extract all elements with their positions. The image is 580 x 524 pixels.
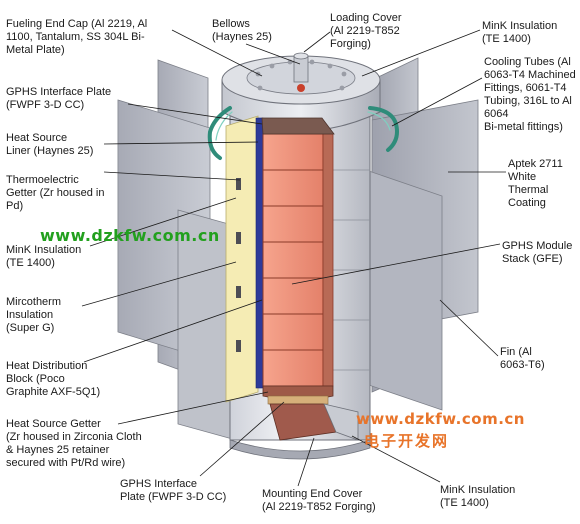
microtherm-insulation bbox=[225, 115, 259, 403]
label-heat-distribution-block: Heat Distribution Block (Poco Graphite A… bbox=[6, 360, 101, 398]
fin-right-lower bbox=[359, 167, 443, 411]
label-loading-cover: Loading Cover (Al 2219-T852 Forging) bbox=[330, 12, 402, 50]
label-gphs-interface-plate-bottom: GPHS Interface Plate (FWPF 3-D CC) bbox=[120, 478, 227, 503]
label-thermoelectric-getter: Thermoelectric Getter (Zr housed in Pd) bbox=[6, 174, 105, 212]
gphs-module-stack bbox=[262, 133, 334, 387]
label-microtherm-insulation: Mircotherm Insulation (Super G) bbox=[6, 296, 62, 334]
heat-distribution-block bbox=[262, 385, 334, 405]
watermark-chinese-right: 电子开发网 bbox=[364, 432, 450, 450]
loading-cover-stem bbox=[293, 52, 309, 92]
label-fueling-end-cap: Fueling End Cap (Al 2219, Al 1100, Tanta… bbox=[6, 18, 148, 56]
label-gphs-interface-plate-top: GPHS Interface Plate (FWPF 3-D CC) bbox=[6, 86, 112, 111]
label-cooling-tubes: Cooling Tubes (Al 6063-T4 Machined Fitti… bbox=[484, 56, 576, 133]
label-mounting-end-cover: Mounting End Cover (Al 2219-T852 Forging… bbox=[262, 488, 376, 513]
label-bellows: Bellows (Haynes 25) bbox=[212, 18, 272, 43]
label-heat-source-getter: Heat Source Getter (Zr housed in Zirconi… bbox=[6, 418, 142, 469]
label-mink-insulation-bottom-right: MinK Insulation (TE 1400) bbox=[440, 484, 516, 509]
label-mink-insulation-top-right: MinK Insulation (TE 1400) bbox=[482, 20, 558, 45]
label-fin: Fin (Al 6063-T6) bbox=[500, 346, 545, 371]
label-heat-source-liner: Heat Source Liner (Haynes 25) bbox=[6, 132, 94, 157]
label-mink-insulation-left: MinK Insulation (TE 1400) bbox=[6, 244, 82, 269]
label-aptek-coating: Aptek 2711 White Thermal Coating bbox=[508, 158, 563, 209]
mounting-end-cover bbox=[269, 403, 359, 441]
heat-source-liner bbox=[255, 117, 264, 389]
watermark-url-right: www.dzkfw.com.cn bbox=[356, 410, 525, 428]
fueling-end-cap bbox=[221, 55, 381, 132]
watermark-url-left: www.dzkfw.com.cn bbox=[40, 226, 220, 245]
gphs-interface-plate-top bbox=[261, 117, 335, 135]
label-gphs-module-stack: GPHS Module Stack (GFE) bbox=[502, 240, 573, 265]
leader-lines bbox=[81, 29, 506, 487]
